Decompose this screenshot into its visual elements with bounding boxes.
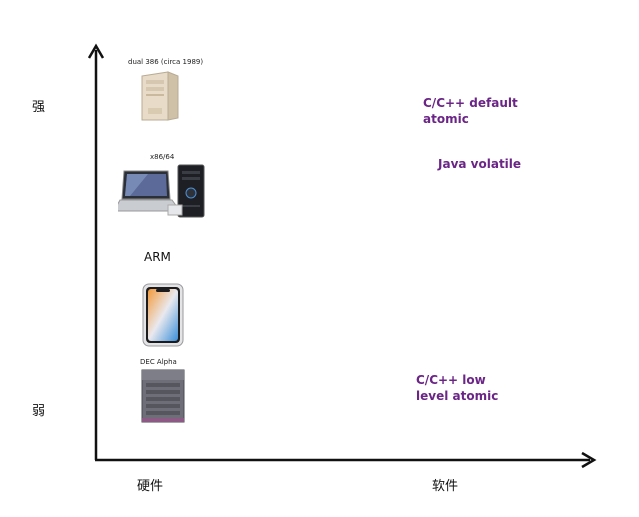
x-axis-arrowhead [581,451,597,469]
y-axis-arrowhead [87,43,105,59]
cpp-default-atomic-label: C/C++ default atomic [423,95,518,127]
laptop-and-desktop-icon [118,164,205,218]
smartphone-icon [142,283,184,347]
cpp-low-level-atomic-label: C/C++ low level atomic [416,372,498,404]
cpp-default-line1: C/C++ default [423,96,518,110]
x-axis-label-software: 软件 [432,479,459,494]
server-icon [141,369,185,423]
y-axis-label-strong: 强 [32,100,46,115]
cpp-default-line2: atomic [423,112,469,126]
arm-caption: ARM [144,250,171,264]
dual386-caption: dual 386 (circa 1989) [128,58,204,66]
dec-alpha-caption: DEC Alpha [140,358,177,366]
java-volatile-label: Java volatile [438,157,522,171]
cpp-low-line1: C/C++ low [416,373,486,387]
x86-caption: x86/64 [150,153,175,161]
x-axis-label-hardware: 硬件 [137,479,164,494]
tower-computer-icon [141,71,179,121]
y-axis-label-weak: 弱 [32,404,46,419]
cpp-low-line2: level atomic [416,389,499,403]
